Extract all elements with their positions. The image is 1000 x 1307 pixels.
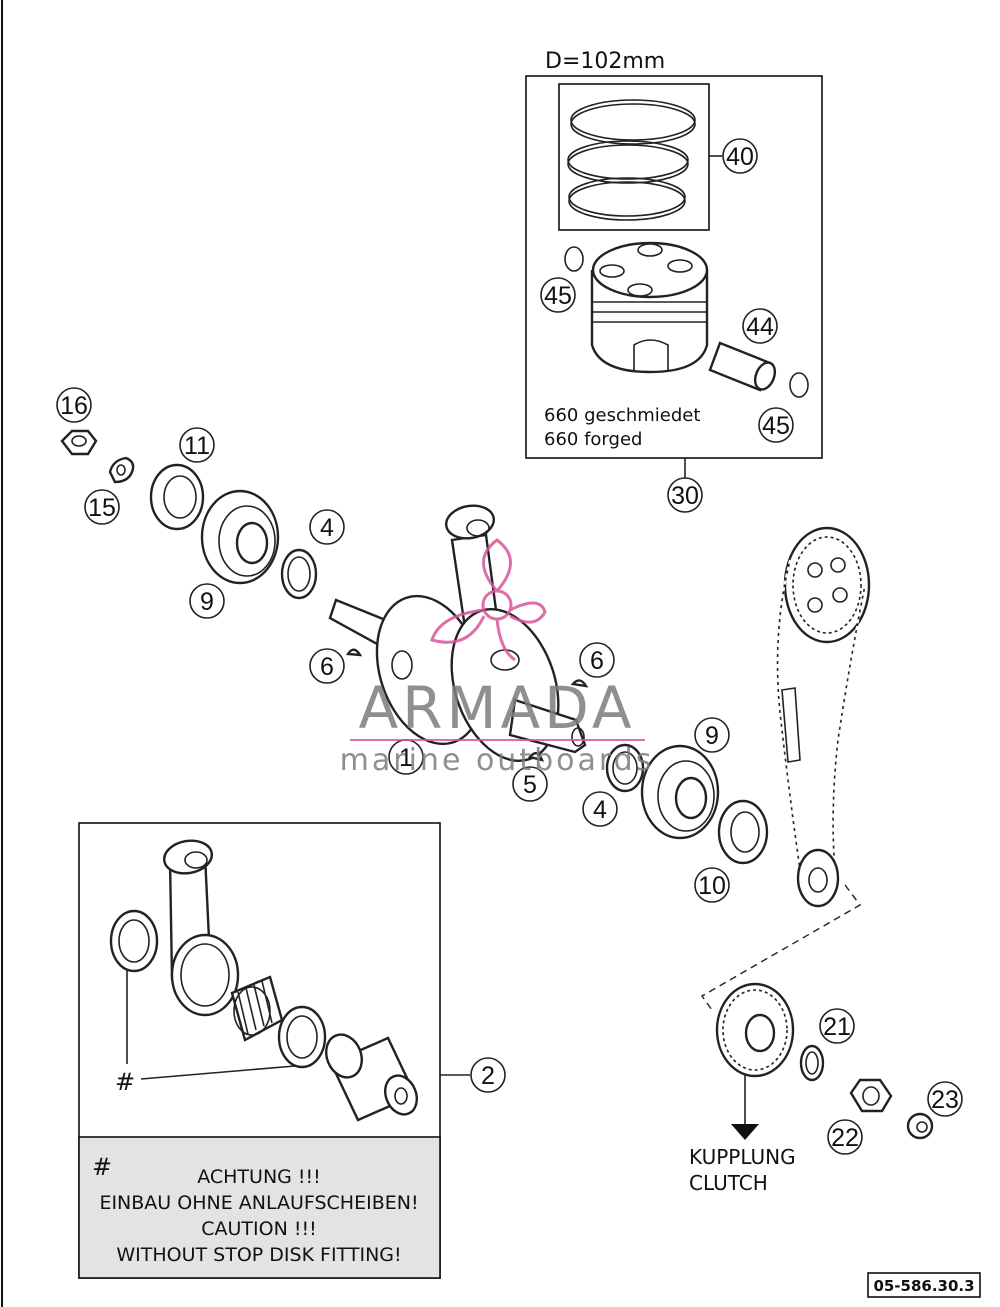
callout-23: 23 [927,1081,963,1117]
piston-kit-group: D=102mm [525,49,823,478]
caution-box [78,1136,441,1279]
thrust-washer-right [277,1005,327,1069]
callout-4-right: 4 [582,791,618,827]
svg-text:9: 9 [705,722,719,750]
piston-pin [708,341,777,392]
svg-text:45: 45 [762,412,790,440]
svg-text:21: 21 [823,1013,851,1041]
callout-4-left: 4 [309,509,345,545]
svg-text:23: 23 [931,1086,959,1114]
svg-text:10: 10 [698,872,726,900]
svg-text:15: 15 [88,494,116,522]
caution-line-2: EINBAU OHNE ANLAUFSCHEIBEN! [99,1192,418,1214]
armada-logo-icon [430,538,547,662]
watermark-brand: ARMADA [358,674,635,742]
armada-watermark: ARMADA marine outboards [340,538,655,778]
svg-text:45: 45 [544,282,572,310]
svg-text:6: 6 [320,653,334,681]
callout-21: 21 [819,1008,855,1044]
woodruff-key-left [345,648,363,657]
primary-gear [715,982,795,1078]
circlip-lower [789,372,809,398]
svg-text:2: 2 [481,1062,495,1090]
svg-text:11: 11 [184,432,210,460]
lock-washer-15 [108,456,135,484]
lock-washer-21 [799,1044,825,1082]
hash-marker: # [115,1068,135,1096]
watermark-tagline: marine outboards [340,743,655,778]
callout-40: 40 [722,138,758,174]
needle-bearing [230,975,284,1042]
callout-44: 44 [742,308,778,344]
crank-pin [325,1033,418,1122]
piston-kit-box [525,75,823,459]
shim-4-left [280,548,318,600]
drawing-number-box [867,1272,981,1298]
svg-text:4: 4 [593,796,607,824]
svg-text:16: 16 [60,392,88,420]
callout-10: 10 [694,867,730,903]
callout-2: 2 [470,1057,506,1093]
nut-16 [60,429,98,456]
callouts: 40 45 44 45 30 16 11 15 4 9 6 6 1 9 5 4 … [56,138,963,1155]
svg-text:1: 1 [399,744,413,772]
callout-45-upper: 45 [540,277,576,313]
shaft-seal-11 [149,463,205,531]
thrust-washer-left [109,909,159,973]
callout-5: 5 [512,766,548,802]
piston-diameter-label: D=102mm [545,49,665,74]
washer-23 [906,1112,934,1140]
ball-bearing-9-right [640,744,720,840]
svg-text:5: 5 [523,771,537,799]
gear-connection-dash [700,884,862,1011]
woodruff-key-right [570,679,589,688]
svg-text:6: 6 [590,647,604,675]
callout-16: 16 [56,387,92,423]
callout-9-left: 9 [189,583,225,619]
clutch-label-en: CLUTCH [689,1171,768,1195]
clutch-label-de: KUPPLUNG [689,1145,796,1169]
clutch-arrow-head [731,1124,759,1140]
callout-45-lower: 45 [758,407,794,443]
shaft-seal-10 [717,799,769,865]
piston-rings-box [558,83,710,231]
drawing-number: 05-586.30.3 [873,1277,974,1295]
ball-bearing-9-left [200,489,280,585]
callout-11: 11 [179,427,215,463]
svg-text:44: 44 [746,313,774,341]
shim-4-right [605,743,645,793]
circlip-upper [564,246,584,272]
timing-chain-assembly [776,526,871,908]
piston-note-line2: 660 forged [544,429,642,450]
caution-hash: # [92,1153,112,1181]
woodruff-key-5 [527,752,545,762]
callout-30: 30 [667,477,703,513]
piston-rings [567,99,696,221]
svg-text:40: 40 [726,143,754,171]
callout-9-right: 9 [694,717,730,753]
piston [590,241,709,374]
svg-text:4: 4 [320,514,334,542]
caution-line-1: ACHTUNG !!! [197,1166,321,1188]
callout-6-right: 6 [579,642,615,678]
piston-note-line1: 660 geschmiedet [544,405,700,426]
caution-line-4: WITHOUT STOP DISK FITTING! [116,1244,401,1266]
nut-22 [849,1078,893,1113]
callout-6-left: 6 [309,648,345,684]
callout-22: 22 [827,1119,863,1155]
svg-text:30: 30 [671,482,699,510]
conrod-kit-group: # # ACHTUNG !!! EINBAU OHNE ANLAUFSCHEIB… [78,822,470,1279]
svg-text:9: 9 [200,588,214,616]
caution-line-3: CAUTION !!! [201,1218,316,1240]
svg-text:22: 22 [831,1124,859,1152]
callout-15: 15 [84,489,120,525]
